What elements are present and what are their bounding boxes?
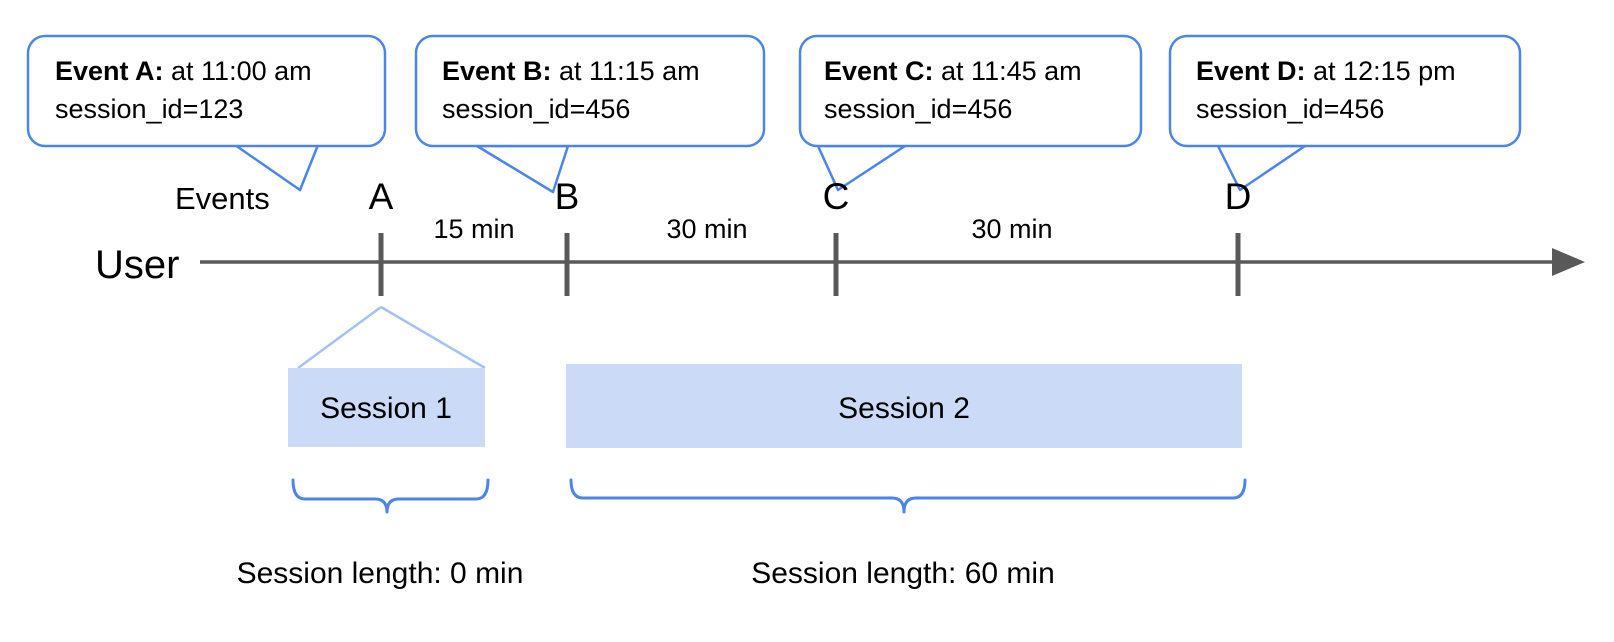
session-block-2: Session 2 xyxy=(566,364,1242,448)
callout-d-line1: Event D: at 12:15 pm xyxy=(1196,56,1456,86)
interval-label-c-d: 30 min xyxy=(971,214,1052,244)
session-2-length-label: Session length: 60 min xyxy=(751,557,1055,590)
callout-b-box xyxy=(414,34,766,148)
session-1-label: Session 1 xyxy=(320,392,452,425)
callout-d-line2: session_id=456 xyxy=(1196,94,1384,124)
callout-b-line2: session_id=456 xyxy=(442,94,630,124)
session-1-funnel xyxy=(297,305,486,370)
callout-event-c: Event C: at 11:45 am session_id=456 xyxy=(798,34,1143,192)
callout-event-b: Event B: at 11:15 am session_id=456 xyxy=(414,34,766,194)
session-2-label: Session 2 xyxy=(838,392,970,425)
event-letter-c: C xyxy=(823,176,850,217)
session-1-length-label: Session length: 0 min xyxy=(237,557,524,590)
callout-event-a: Event A: at 11:00 am session_id=123 xyxy=(26,34,387,192)
interval-label-a-b: 15 min xyxy=(433,214,514,244)
timeline-arrow-icon xyxy=(1552,248,1585,276)
events-row-label: Events xyxy=(175,181,270,216)
callout-a-box xyxy=(26,34,387,148)
callout-c-box xyxy=(798,34,1143,148)
callout-c-line2: session_id=456 xyxy=(824,94,1012,124)
callout-b-line1: Event B: at 11:15 am xyxy=(442,56,700,86)
callout-event-d: Event D: at 12:15 pm session_id=456 xyxy=(1168,34,1522,192)
callout-c-line1: Event C: at 11:45 am xyxy=(824,56,1082,86)
callout-a-line2: session_id=123 xyxy=(55,94,243,124)
session-1-rect xyxy=(288,368,485,447)
session-1-funnel-left xyxy=(297,305,382,370)
interval-label-b-c: 30 min xyxy=(666,214,747,244)
session-block-1: Session 1 xyxy=(288,368,485,447)
event-letter-d: D xyxy=(1225,176,1252,217)
callout-a-line1: Event A: at 11:00 am xyxy=(55,56,312,86)
callout-d-box xyxy=(1168,34,1522,148)
user-row-label: User xyxy=(95,243,179,287)
session-2-brace xyxy=(569,478,1247,514)
session-2-rect xyxy=(566,364,1242,448)
event-letter-b: B xyxy=(555,176,580,217)
session-1-funnel-right xyxy=(380,305,486,370)
session-1-brace xyxy=(291,478,490,514)
event-letter-a: A xyxy=(369,176,394,217)
